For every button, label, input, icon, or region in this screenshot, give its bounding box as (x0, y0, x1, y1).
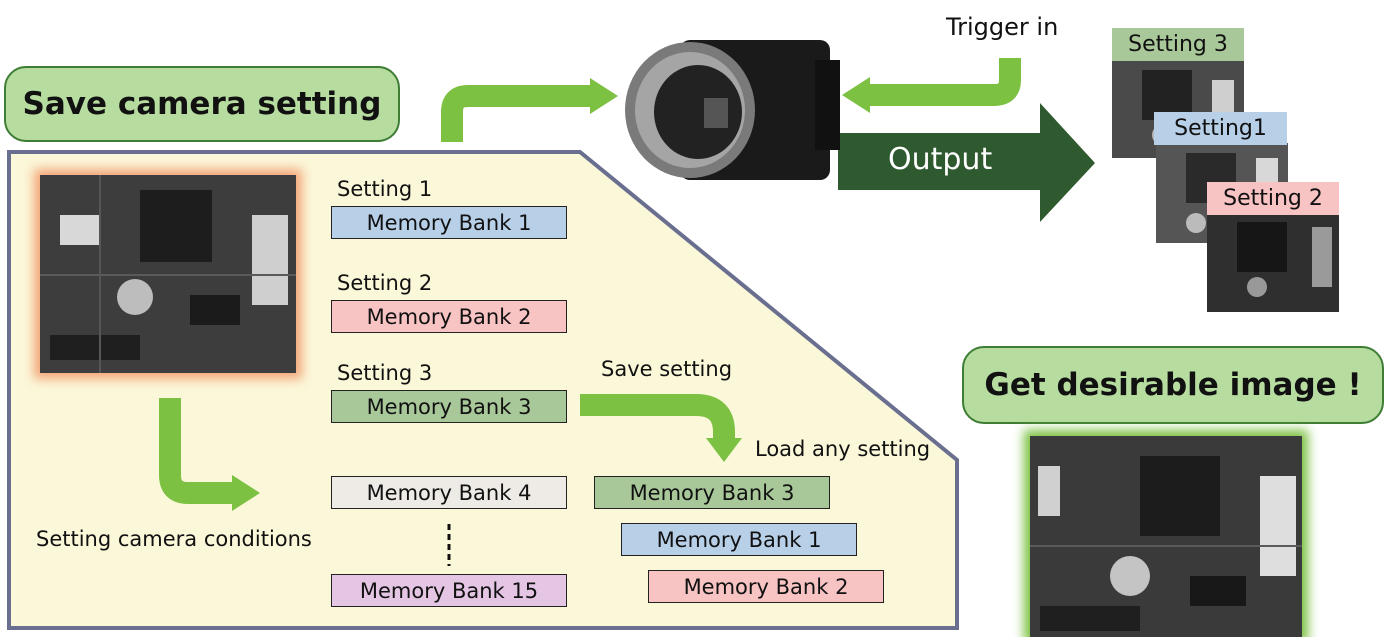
tag-setting-3: Setting 3 (1112, 28, 1244, 61)
memory-bank-3: Memory Bank 3 (331, 390, 567, 423)
setting-conditions-label: Setting camera conditions (36, 527, 312, 551)
arrow-setting-conditions (159, 398, 260, 511)
load-setting-label: Load any setting (755, 437, 931, 461)
save-camera-setting-title: Save camera setting (4, 66, 400, 142)
output-label: Output (888, 142, 993, 177)
arrow-output (838, 103, 1095, 222)
pcb-image-left (40, 175, 296, 373)
camera-image (625, 40, 840, 180)
arrow-trigger (842, 58, 1021, 113)
get-desirable-image-title: Get desirable image ! (962, 346, 1384, 424)
memory-bank-2: Memory Bank 2 (331, 300, 567, 333)
setting-1-label: Setting 1 (337, 177, 433, 201)
loaded-bank-3: Memory Bank 3 (594, 476, 830, 509)
setting-3-label: Setting 3 (337, 361, 433, 385)
memory-bank-15: Memory Bank 15 (331, 574, 567, 607)
output-image-setting-2 (1207, 212, 1339, 312)
tag-setting-1: Setting1 (1154, 112, 1287, 145)
arrow-to-camera (441, 78, 618, 142)
loaded-bank-1: Memory Bank 1 (621, 523, 857, 556)
arrow-save-setting (580, 394, 742, 462)
save-setting-label: Save setting (601, 357, 733, 381)
loaded-bank-2: Memory Bank 2 (648, 570, 884, 603)
tag-setting-2: Setting 2 (1207, 182, 1339, 215)
setting-2-label: Setting 2 (337, 271, 433, 295)
memory-bank-1: Memory Bank 1 (331, 206, 567, 239)
trigger-in-label: Trigger in (946, 13, 1059, 41)
memory-bank-4: Memory Bank 4 (331, 476, 567, 509)
result-image (1030, 436, 1302, 637)
